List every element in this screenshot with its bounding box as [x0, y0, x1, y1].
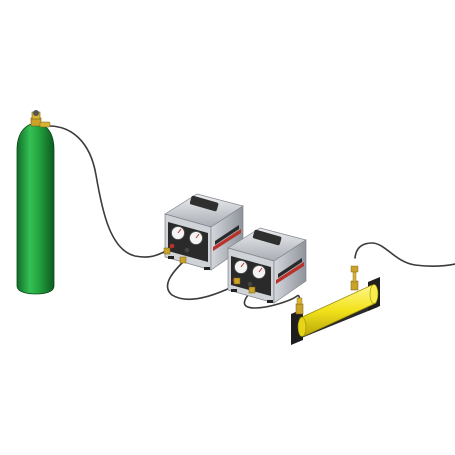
- unit1-foot: [168, 256, 174, 259]
- unit1-stripe: [213, 229, 241, 251]
- unit2-label: [278, 258, 302, 278]
- unit2-foot: [267, 300, 273, 303]
- tank-valve-left: [295, 303, 304, 315]
- unit1-knob-icon: [169, 243, 175, 249]
- hose-tank-outlet: [354, 242, 455, 267]
- unit2-inlet-fitting: [233, 277, 241, 285]
- tank-end-left: [297, 317, 307, 337]
- target-tank: [291, 265, 380, 345]
- hose-cylinder-to-unit1: [48, 125, 167, 258]
- tank-valve-left-cap: [296, 297, 303, 305]
- recovery-unit-2: [227, 227, 307, 304]
- unit1-knob2-icon: [184, 247, 190, 253]
- cylinder-valve-cap: [33, 110, 39, 116]
- unit2-handle: [252, 229, 282, 246]
- unit1-outlet-fitting: [179, 256, 187, 264]
- cylinder-outlet-fitting: [39, 121, 51, 128]
- tank-valve-top-stem: [352, 271, 357, 283]
- unit1-handle: [189, 195, 219, 212]
- tank-end-right: [369, 284, 379, 304]
- unit1-foot: [204, 267, 210, 270]
- unit2-stripe: [276, 262, 304, 284]
- gas-cylinder: [16, 110, 55, 295]
- recovery-unit-1: [163, 193, 244, 271]
- unit2-outlet-fitting: [248, 286, 256, 294]
- unit2-foot: [231, 289, 237, 292]
- tank-valve-top: [350, 280, 359, 291]
- cylinder-body: [16, 122, 55, 295]
- unit2-knob2-icon: [247, 281, 253, 287]
- unit1-inlet-fitting: [163, 247, 171, 255]
- unit1-label: [215, 225, 239, 245]
- tank-valve-top-cap: [350, 265, 359, 273]
